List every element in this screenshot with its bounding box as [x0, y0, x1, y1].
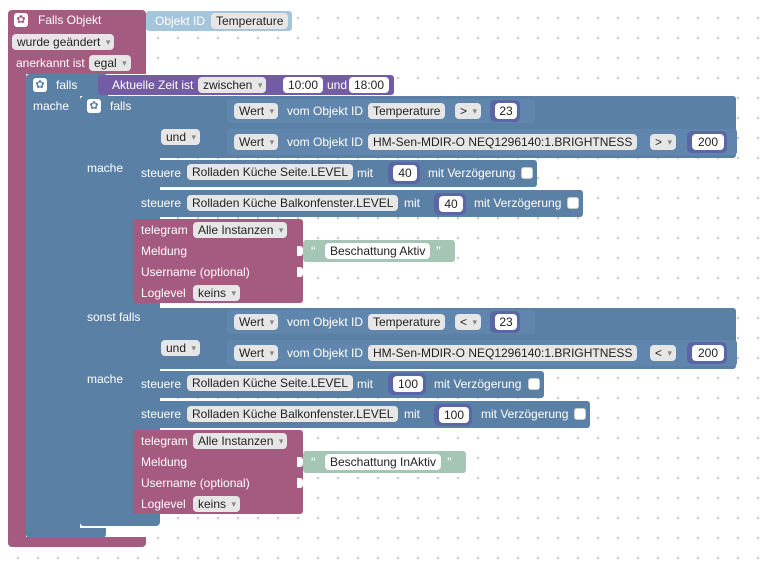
- cond4-wert-dropdown[interactable]: Wert: [234, 345, 279, 361]
- set3-mit-label: mit: [357, 377, 373, 391]
- set4-steuere-label: steuere: [141, 407, 182, 421]
- cond2-vom-objekt-label: vom Objekt ID: [287, 135, 364, 149]
- set3-steuere-label: steuere: [141, 377, 182, 391]
- falls-objekt-label: Falls Objekt: [38, 13, 102, 27]
- set4-delay-checkbox[interactable]: [574, 408, 586, 420]
- set3-value[interactable]: 100: [393, 376, 423, 392]
- time-from-input[interactable]: 10:00: [283, 77, 324, 93]
- tg1-telegram-label: telegram: [141, 223, 188, 237]
- inner-mache-label: mache: [87, 161, 124, 175]
- tg2-telegram-label: telegram: [141, 434, 188, 448]
- open-quote-icon: “: [311, 243, 316, 259]
- tg1-meldung-label: Meldung: [141, 244, 188, 258]
- und-dropdown-1[interactable]: und: [161, 129, 201, 145]
- cond1-object-field[interactable]: Temperature: [368, 103, 446, 119]
- cond4-value[interactable]: 200: [692, 345, 724, 361]
- sonst-falls-label: sonst falls: [87, 310, 141, 324]
- anerkannt-ist-label: anerkannt ist: [16, 56, 85, 70]
- trigger-block-spine: [8, 70, 26, 545]
- set2-delay-label: mit Verzögerung: [474, 196, 562, 210]
- aktuelle-zeit-label: Aktuelle Zeit ist: [112, 78, 194, 92]
- wurde-geaendert-dropdown[interactable]: wurde geändert: [12, 34, 115, 50]
- und-dropdown-2[interactable]: und: [161, 340, 201, 356]
- gear-icon[interactable]: ✿: [87, 99, 101, 113]
- tg1-loglevel-dropdown[interactable]: keins: [193, 285, 241, 301]
- cond1-value[interactable]: 23: [495, 103, 517, 119]
- objekt-id-value[interactable]: Temperature: [211, 13, 289, 29]
- set1-steuere-label: steuere: [141, 166, 182, 180]
- outer-falls-label: falls: [56, 78, 78, 92]
- cond3-wert-dropdown[interactable]: Wert: [234, 314, 279, 330]
- cond1-wert-dropdown[interactable]: Wert: [234, 103, 279, 119]
- tg1-instances-dropdown[interactable]: Alle Instanzen: [193, 222, 288, 238]
- cond4-object-field[interactable]: HM-Sen-MDIR-O NEQ1296140:1.BRIGHTNESS: [368, 345, 638, 361]
- tg2-message-field[interactable]: Beschattung InAktiv: [325, 454, 442, 470]
- set4-value[interactable]: 100: [439, 407, 469, 423]
- set4-target-field[interactable]: Rolladen Küche Balkonfenster.LEVEL: [187, 406, 399, 422]
- outer-if-footer: [26, 528, 106, 538]
- tg2-loglevel-label: Loglevel: [141, 497, 186, 511]
- set4-mit-label: mit: [404, 407, 420, 421]
- set3-target-field[interactable]: Rolladen Küche Seite.LEVEL: [187, 375, 354, 391]
- trigger-block-footer: [8, 537, 146, 547]
- tg2-username-label: Username (optional): [141, 476, 250, 490]
- tg1-meldung-socket: [297, 246, 303, 256]
- inner-mache2-label: mache: [87, 372, 124, 386]
- set1-value[interactable]: 40: [393, 165, 417, 181]
- zwischen-dropdown[interactable]: zwischen: [198, 77, 267, 93]
- tg2-meldung-label: Meldung: [141, 455, 188, 469]
- cond2-operator-dropdown[interactable]: >: [650, 134, 677, 150]
- outer-mache-label: mache: [33, 99, 70, 113]
- close-quote-icon: ”: [447, 454, 452, 470]
- set2-steuere-label: steuere: [141, 196, 182, 210]
- cond4-vom-objekt-label: vom Objekt ID: [287, 346, 364, 360]
- time-und-label: und: [327, 78, 348, 92]
- cond3-vom-objekt-label: vom Objekt ID: [287, 315, 364, 329]
- outer-if-spine: [26, 74, 80, 538]
- gear-icon[interactable]: ✿: [14, 13, 28, 27]
- inner-falls-label: falls: [110, 99, 132, 113]
- cond4-operator-dropdown[interactable]: <: [650, 345, 677, 361]
- cond1-vom-objekt-label: vom Objekt ID: [287, 104, 364, 118]
- anerkannt-dropdown[interactable]: egal: [89, 55, 131, 71]
- set4-delay-label: mit Verzögerung: [481, 407, 569, 421]
- tg1-username-socket: [297, 267, 303, 277]
- objekt-id-label: Objekt ID: [155, 14, 206, 28]
- and-block-1-inner: [212, 118, 230, 126]
- inner-if-footer: [80, 514, 158, 526]
- tg2-instances-dropdown[interactable]: Alle Instanzen: [193, 433, 288, 449]
- tg1-loglevel-label: Loglevel: [141, 286, 186, 300]
- tg2-loglevel-dropdown[interactable]: keins: [193, 496, 241, 512]
- set3-delay-label: mit Verzögerung: [434, 377, 522, 391]
- cond2-value[interactable]: 200: [692, 134, 724, 150]
- time-to-input[interactable]: 18:00: [349, 77, 390, 93]
- cond3-operator-dropdown[interactable]: <: [455, 314, 482, 330]
- close-quote-icon: ”: [436, 243, 441, 259]
- set1-target-field[interactable]: Rolladen Küche Seite.LEVEL: [187, 164, 354, 180]
- tg1-username-label: Username (optional): [141, 265, 250, 279]
- cond2-wert-dropdown[interactable]: Wert: [234, 134, 279, 150]
- tg2-username-socket: [297, 478, 303, 488]
- set1-delay-checkbox[interactable]: [521, 167, 533, 179]
- tg2-meldung-socket: [297, 457, 303, 467]
- set2-mit-label: mit: [404, 196, 420, 210]
- cond1-operator-dropdown[interactable]: >: [455, 103, 482, 119]
- set2-value[interactable]: 40: [439, 196, 463, 212]
- set2-target-field[interactable]: Rolladen Küche Balkonfenster.LEVEL: [187, 195, 399, 211]
- set2-delay-checkbox[interactable]: [567, 197, 579, 209]
- set1-delay-label: mit Verzögerung: [428, 166, 516, 180]
- open-quote-icon: “: [311, 454, 316, 470]
- set1-mit-label: mit: [357, 166, 373, 180]
- cond3-value[interactable]: 23: [495, 314, 517, 330]
- cond2-object-field[interactable]: HM-Sen-MDIR-O NEQ1296140:1.BRIGHTNESS: [368, 134, 638, 150]
- cond3-object-field[interactable]: Temperature: [368, 314, 446, 330]
- set3-delay-checkbox[interactable]: [528, 378, 540, 390]
- tg1-message-field[interactable]: Beschattung Aktiv: [325, 243, 431, 259]
- gear-icon[interactable]: ✿: [33, 78, 47, 92]
